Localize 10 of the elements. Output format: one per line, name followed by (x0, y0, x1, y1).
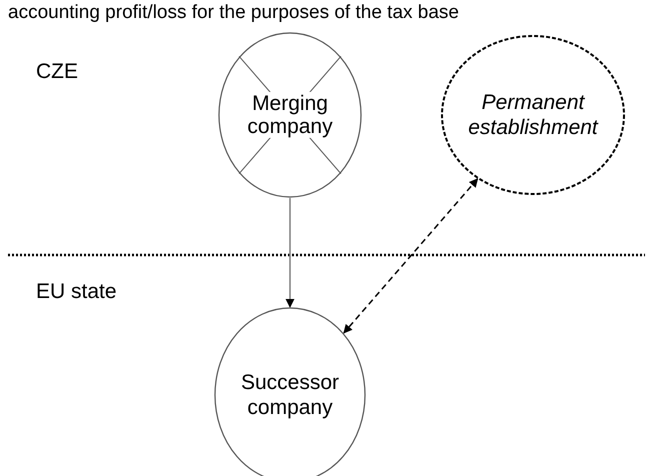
arrow (286, 198, 294, 308)
node-label: Successor company (240, 370, 340, 420)
ellipse-node (218, 32, 362, 198)
node-label: Permanent establishment (467, 90, 600, 140)
region-label: CZE (36, 60, 78, 84)
heading-text: accounting profit/loss for the purposes of the tax base (8, 2, 459, 24)
ellipse-node (441, 35, 625, 195)
node-label: Merging company (245, 92, 335, 138)
arrow (343, 178, 478, 334)
region-label: EU state (36, 280, 117, 304)
